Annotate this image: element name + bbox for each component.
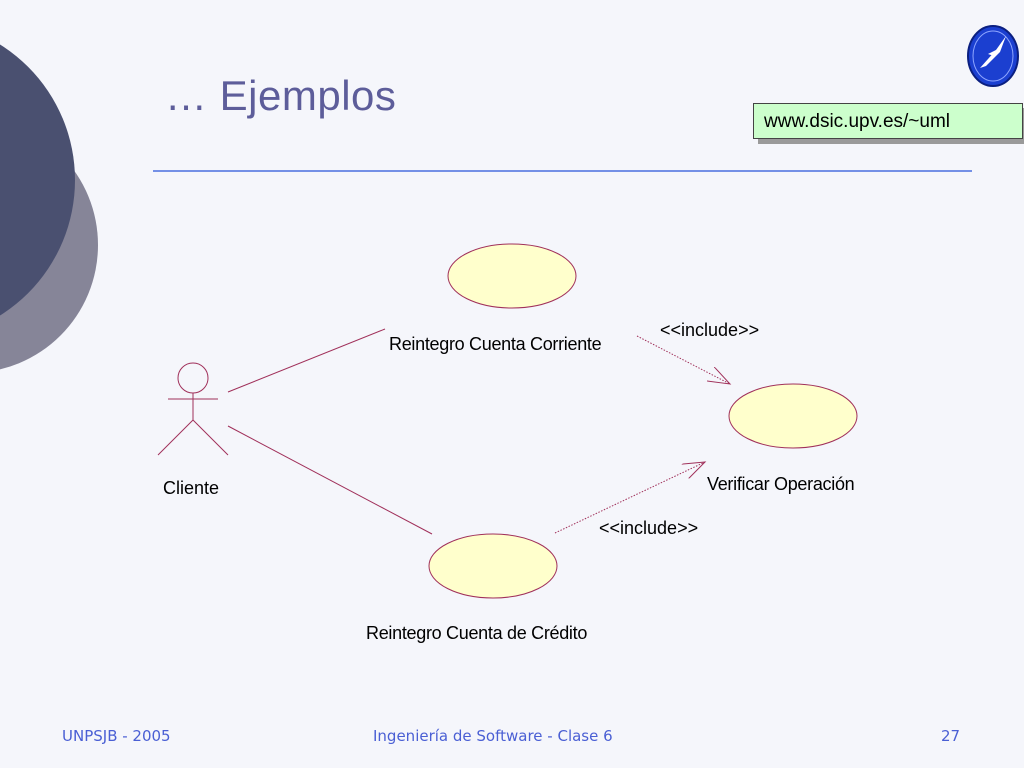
slide-title: … Ejemplos: [165, 72, 397, 119]
use-case-label-credito: Reintegro Cuenta de Crédito: [366, 623, 588, 643]
use-case-verificar-operacion: [728, 383, 858, 449]
university-logo: [967, 25, 1019, 87]
include-label-bottom: <<include>>: [599, 518, 699, 538]
include-arrow-credito: [554, 462, 705, 534]
actor-label: Cliente: [163, 478, 220, 498]
association-corriente: [227, 328, 386, 393]
use-case-reintegro-credito: [428, 533, 558, 599]
use-case-label-verificar: Verificar Operación: [707, 474, 855, 494]
footer-left: UNPSJB - 2005: [62, 727, 171, 745]
include-arrow-corriente: [636, 335, 730, 384]
footer-page-number: 27: [941, 727, 961, 745]
actor-cliente-figure: [157, 362, 229, 456]
use-case-label-corriente: Reintegro Cuenta Corriente: [389, 334, 602, 354]
footer-center: Ingeniería de Software - Clase 6: [373, 727, 613, 745]
decorative-circle-front: [0, 44, 75, 316]
use-case-reintegro-corriente: [447, 243, 577, 309]
url-note: www.dsic.upv.es/~uml: [753, 103, 1023, 139]
include-label-top: <<include>>: [660, 320, 760, 340]
association-credito: [227, 425, 433, 535]
